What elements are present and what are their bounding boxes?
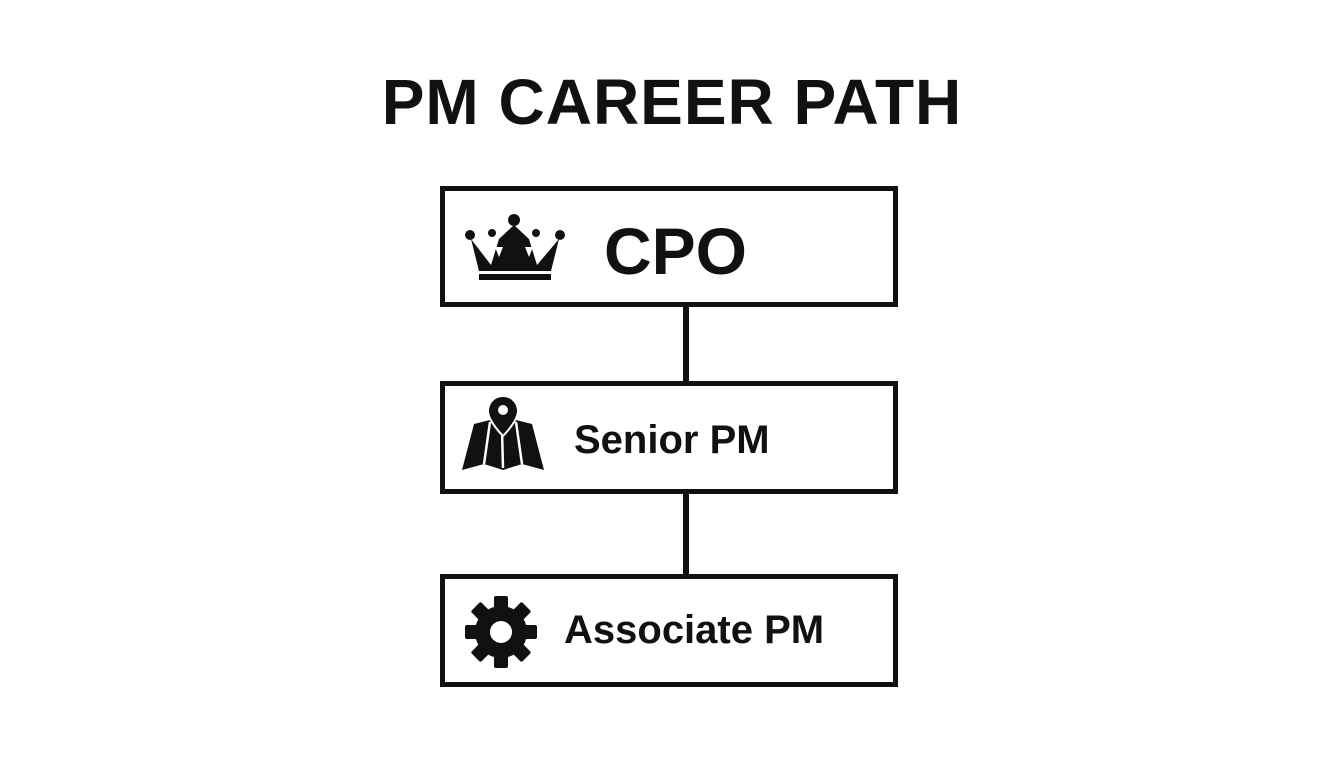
level-label-senior-pm: Senior PM (574, 418, 770, 462)
map-pin-icon (460, 394, 546, 472)
crown-icon (465, 211, 565, 283)
diagram-title: PM CAREER PATH (381, 66, 963, 138)
level-label-cpo: CPO (604, 214, 748, 288)
connector-senior-associate (683, 494, 689, 574)
gear-icon (464, 595, 538, 669)
connector-cpo-senior (683, 307, 689, 381)
level-label-associate-pm: Associate PM (564, 608, 825, 652)
